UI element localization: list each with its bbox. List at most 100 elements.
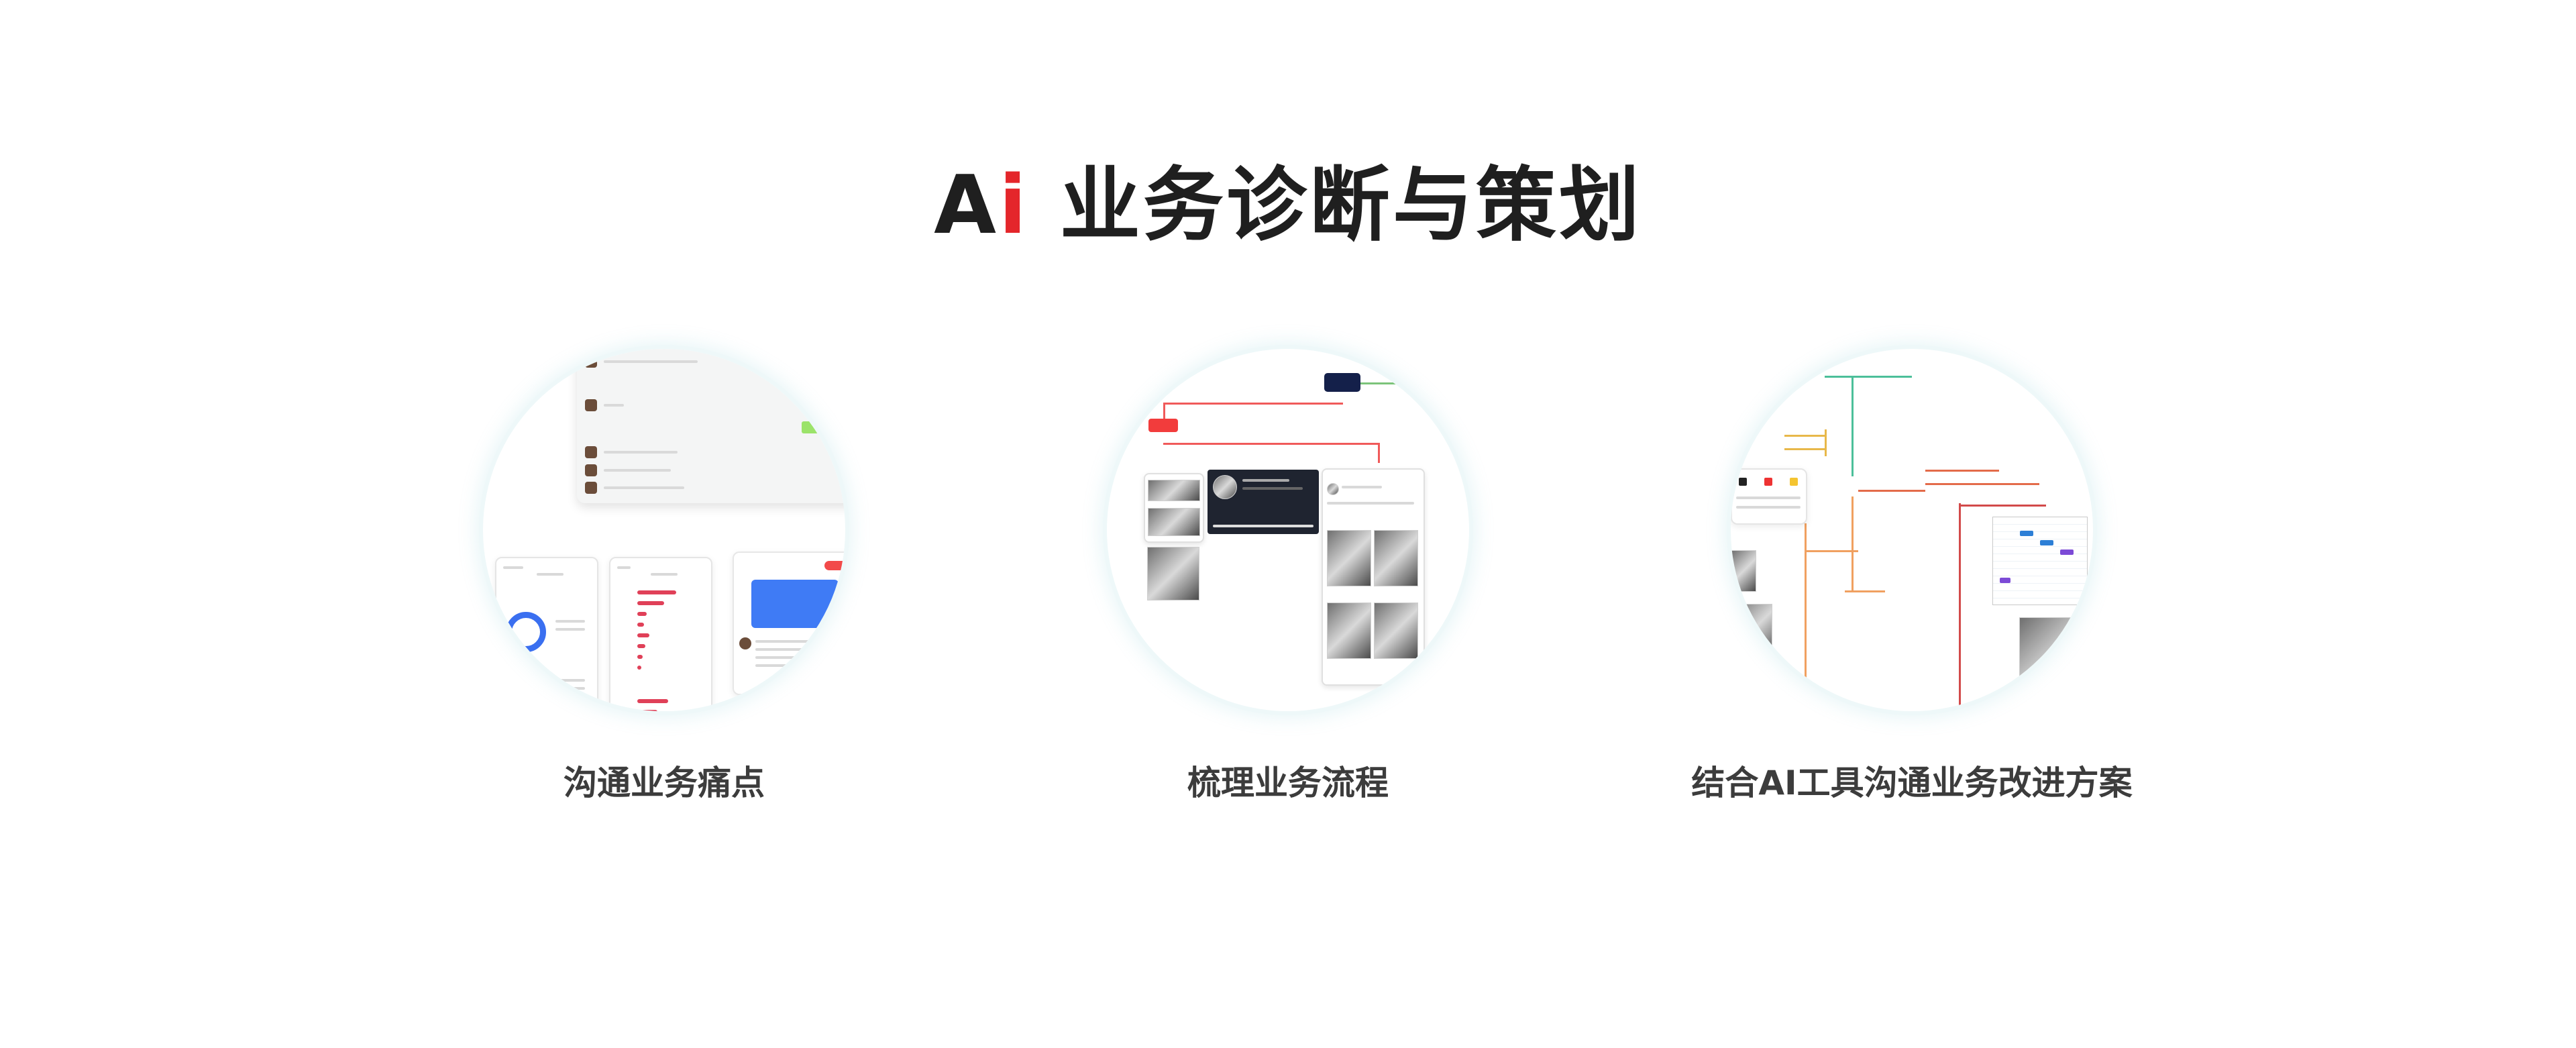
chat-message-line [604,451,678,454]
bar-mark [637,666,641,670]
bar-mark [637,699,668,703]
mindmap-branch [1825,429,1827,456]
chat-avatar [739,637,751,649]
product-thumbnail [1731,604,1772,659]
red-tag-badge [824,561,845,570]
dashboard-card-donut [495,557,598,711]
label-communication: 沟通业务痛点 [564,764,765,802]
chat-message-line [755,656,816,659]
chat-avatar [585,464,597,476]
chat-avatar [585,446,597,458]
legend-line [555,679,585,682]
profile-desc-line [1242,487,1303,490]
chat-message-line [755,648,822,651]
title-letter-i: i [998,159,1030,253]
mindmap-branch [1378,443,1380,463]
page-title: Ai 业务诊断与策划 [0,158,2576,254]
chat-avatar [585,399,597,411]
mindmap-branch [1925,470,1999,472]
bar-mark [637,612,647,616]
chat-message-line [755,664,809,667]
table-chip [2040,540,2053,545]
chat-screenshot [577,349,845,503]
legend-line [555,695,585,698]
table-chip [2060,549,2074,555]
bar-mark [637,623,644,627]
product-thumbnail [1327,602,1371,659]
mindmap-branch [1163,403,1165,421]
chat-message-line [604,404,624,407]
circle-image-process [1107,349,1469,711]
card-header-line [537,573,564,576]
chat-message-line [604,360,698,363]
legend-line [555,687,585,690]
label-ai-plan: 结合AI工具沟通业务改进方案 [1691,764,2133,802]
circle-image-ai-plan [1731,349,2093,711]
card-header-line [503,566,523,569]
mindmap-red-node [1148,419,1178,432]
mindmap-branch [1959,503,1961,711]
circle-image-communication [483,349,845,711]
profile-avatar [1213,475,1237,499]
app-icon [1764,478,1772,486]
bar-mark [637,590,676,594]
mindmap-branch [1959,505,2046,507]
profile-avatar [1327,483,1339,495]
plan-table [1992,517,2088,605]
profile-name-line [1242,479,1289,482]
bar-mark [637,655,643,659]
mindmap-branch [1925,483,2039,485]
mindmap-branch [1805,523,1807,711]
tool-caption-line [1736,496,1801,499]
mindmap-branch [1845,590,1885,592]
product-thumbnail [1374,602,1418,659]
dashboard-card-bars [609,557,712,711]
blue-chat-bubble [751,580,839,628]
label-process: 梳理业务流程 [1187,764,1389,802]
chat-green-bubble [778,377,813,389]
profile-name-line [1342,486,1382,488]
legend-line [555,628,585,631]
product-thumbnail [1731,550,1756,592]
mindmap-branch [1163,403,1343,405]
phone-screenshot [1322,468,1425,686]
phone-screenshot [1144,473,1204,543]
tool-icons-panel [1731,468,1807,525]
mindmap-branch [1858,490,1925,492]
title-text: 业务诊断与策划 [1059,159,1642,253]
tiktok-icon [1739,478,1747,486]
mindmap-branch [1360,382,1469,384]
mindmap-branch [1784,435,1825,437]
product-thumbnail [1148,480,1200,501]
card-header-line [651,573,678,576]
mindmap-branch [1163,443,1378,445]
card-header-line [617,566,631,569]
stats-line [1327,502,1414,505]
mindmap-branch [1825,376,1912,378]
chat-message-line [604,469,671,472]
title-space [1029,159,1060,252]
legend-line [555,620,585,623]
table-chip [2020,531,2033,536]
chat-green-bubble [802,421,830,433]
app-icon [1790,478,1798,486]
mindmap-branch [1784,448,1825,450]
profile-tabs-line [1213,525,1313,527]
mindmap-branch [1805,550,1858,552]
mindmap-branch [1851,496,1854,590]
chat-card [733,552,845,695]
product-thumbnail [1148,508,1200,536]
product-thumbnail [1374,530,1418,586]
mindmap-branch [1851,376,1854,476]
bar-mark [637,710,657,711]
chat-message-line [755,640,829,643]
mindmap-root-node [1324,373,1360,392]
donut-chart-icon [506,676,535,705]
table-chip [2000,578,2010,583]
product-thumbnail [2019,617,2093,699]
product-thumbnail [1327,530,1371,586]
product-thumbnail [1147,547,1199,600]
chat-avatar [585,356,597,368]
chat-message-line [604,486,684,489]
